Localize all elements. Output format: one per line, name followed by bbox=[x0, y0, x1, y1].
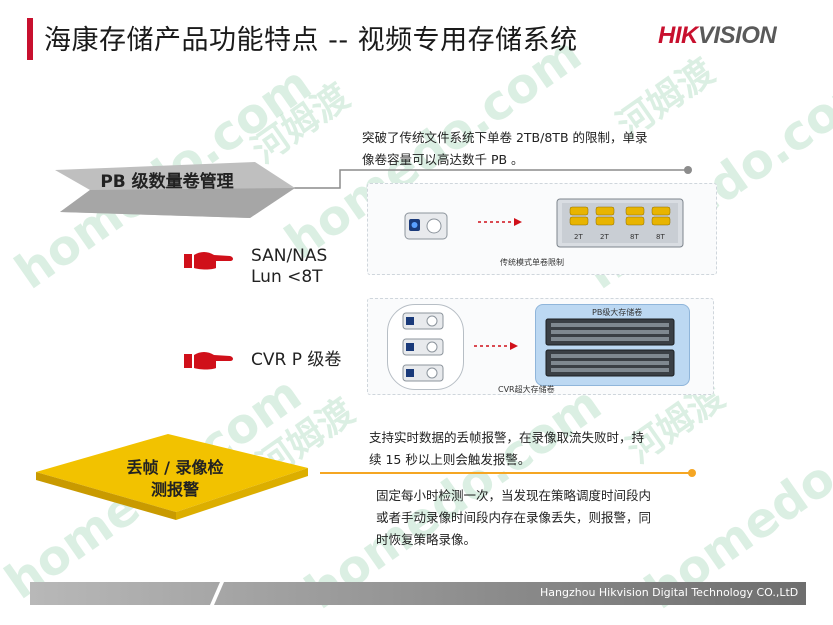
pointing-hand-icon bbox=[184, 352, 233, 370]
arrow-icon bbox=[478, 218, 522, 226]
frame-loss-diamond bbox=[36, 434, 308, 520]
pb-volume-description: 突破了传统文件系统下单卷 2TB/8TB 的限制，单录 像卷容量可以高达数千 P… bbox=[362, 130, 648, 167]
pb-volume-label: PB 级数量卷管理 bbox=[100, 172, 234, 192]
company-name: Hangzhou Hikvision Digital Technology CO… bbox=[540, 586, 799, 599]
pb-volume-diamond bbox=[55, 162, 295, 218]
arrow-icon bbox=[474, 342, 518, 350]
pointing-hand-icon bbox=[184, 252, 233, 270]
disk-label: 2T bbox=[600, 233, 609, 241]
cvr-label: CVR P 级卷 bbox=[251, 350, 342, 370]
cvr-caption: CVR超大存储卷 bbox=[498, 385, 555, 394]
frame-loss-label: 丢帧 / 录像检 测报警 bbox=[126, 458, 224, 499]
disk-label: 8T bbox=[656, 233, 665, 241]
title-accent-bar bbox=[27, 18, 33, 60]
cvr-box-caption: PB级大存储卷 bbox=[592, 308, 643, 317]
storage-server-icon bbox=[545, 318, 675, 377]
san-nas-label: SAN/NAS Lun <8T bbox=[251, 246, 328, 287]
traditional-caption: 传统模式单卷限制 bbox=[500, 258, 564, 267]
frame-loss-description: 支持实时数据的丢帧报警，在录像取流失败时，持 续 15 秒以上则会触发报警。 bbox=[369, 430, 645, 467]
disk-label: 2T bbox=[574, 233, 583, 241]
page-title: 海康存储产品功能特点 -- 视频专用存储系统 bbox=[44, 25, 578, 56]
storage-server-icon: 2T 2T 8T 8T bbox=[556, 198, 684, 248]
dvr-icon bbox=[402, 312, 444, 382]
dvr-icon bbox=[404, 212, 448, 240]
hikvision-logo: HIKVISION bbox=[658, 22, 777, 49]
hourly-check-description: 固定每小时检测一次，当发现在策略调度时间段内 或者手动录像时间段内存在录像丢失，… bbox=[376, 488, 652, 547]
disk-label: 8T bbox=[630, 233, 639, 241]
footer-bar bbox=[30, 582, 806, 605]
